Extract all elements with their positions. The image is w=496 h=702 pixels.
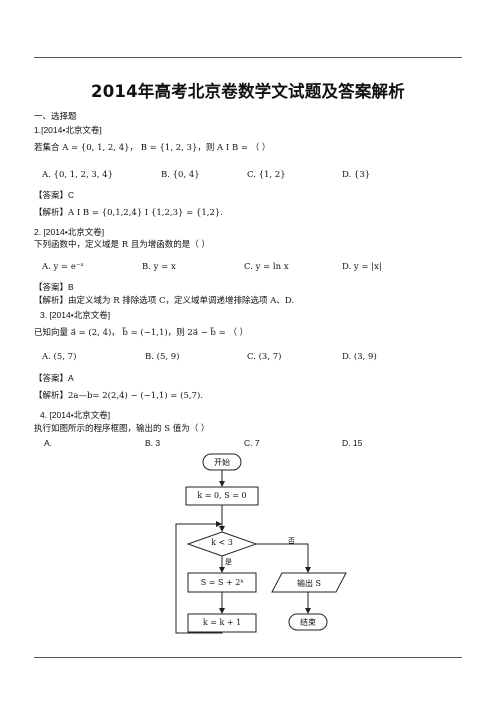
q2-answer: 【答案】B <box>34 282 74 292</box>
q1-option-a: A. {0, 1, 2, 3, 4} <box>42 170 114 180</box>
flow-output-label: 输出 S <box>296 579 322 588</box>
header-rule <box>34 57 462 58</box>
q2-option-d: D. y = |x| <box>342 262 382 272</box>
q4-option-d: D. 15 <box>342 438 363 448</box>
q1-stem: 若集合 A = {0, 1, 2, 4}， B = {1, 2, 3}，则 A … <box>34 143 271 153</box>
q3-tag: 3. [2014•北京文卷] <box>40 310 111 320</box>
q4-tag: 4. [2014•北京文卷] <box>40 410 111 420</box>
flow-condition-label: k < 3 <box>211 538 233 547</box>
q3-option-a: A. (5, 7) <box>42 352 77 362</box>
q1-option-d: D. {3} <box>342 170 371 180</box>
q1-analysis: 【解析】A I B = {0,1,2,4} I {1,2,3} = {1,2}. <box>34 208 223 218</box>
section-heading: 一、选择题 <box>34 112 77 122</box>
flow-no-label: 否 <box>288 537 295 545</box>
q1-option-b: B. {0, 4} <box>161 170 200 180</box>
page-title: 2014年高考北京卷数学文试题及答案解析 <box>91 82 405 101</box>
q3-option-d: D. (3, 9) <box>342 352 377 362</box>
q1-tag: 1.[2014•北京文卷] <box>34 125 102 135</box>
q4-option-a: A. <box>44 438 53 448</box>
q1-option-c: C. {1, 2} <box>247 170 286 180</box>
flow-update-s-label: S = S + 2ᵏ <box>200 578 244 587</box>
q2-tag: 2. [2014•北京文卷] <box>34 227 105 237</box>
q3-analysis: 【解析】2a—b= 2(2,4) − (−1,1) = (5,7). <box>34 391 203 401</box>
program-flowchart: 开始 k = 0, S = 0 k < 3 是 否 S = S + 2ᵏ k =… <box>170 452 370 634</box>
q2-option-a: A. y = e⁻ˣ <box>42 262 84 272</box>
q4-option-b: B. 3 <box>145 438 161 448</box>
flow-output-shape <box>271 572 347 593</box>
q3-option-c: C. (3, 7) <box>247 352 282 362</box>
flow-update-k-label: k = k + 1 <box>202 618 242 627</box>
q4-option-c: C. 7 <box>244 438 260 448</box>
flow-start-label: 开始 <box>214 458 230 467</box>
q4-stem: 执行如图所示的程序框图，输出的 S 值为（ ） <box>34 424 210 434</box>
flow-yes-label: 是 <box>225 558 232 566</box>
q2-stem: 下列函数中，定义域是 R 且为增函数的是（ ） <box>34 240 211 250</box>
q2-option-b: B. y = x <box>142 262 176 272</box>
q3-stem: 已知向量 a⃗ = (2, 4)， b⃗ = (−1,1)，则 2a⃗ − b⃗… <box>34 328 249 338</box>
q3-option-b: B. (5, 9) <box>145 352 180 362</box>
q3-answer: 【答案】A <box>34 373 74 383</box>
footer-rule <box>34 657 462 658</box>
flow-end-shape <box>288 613 328 631</box>
q2-option-c: C. y = ln x <box>244 262 289 272</box>
q1-answer: 【答案】C <box>34 190 75 200</box>
flow-end-label: 结束 <box>300 618 316 627</box>
q2-analysis: 【解析】由定义域为 R 排除选项 C，定义域单调递增排除选项 A、D. <box>34 296 295 306</box>
flowchart-graphics <box>175 453 347 634</box>
flow-init-label: k = 0, S = 0 <box>197 491 247 500</box>
